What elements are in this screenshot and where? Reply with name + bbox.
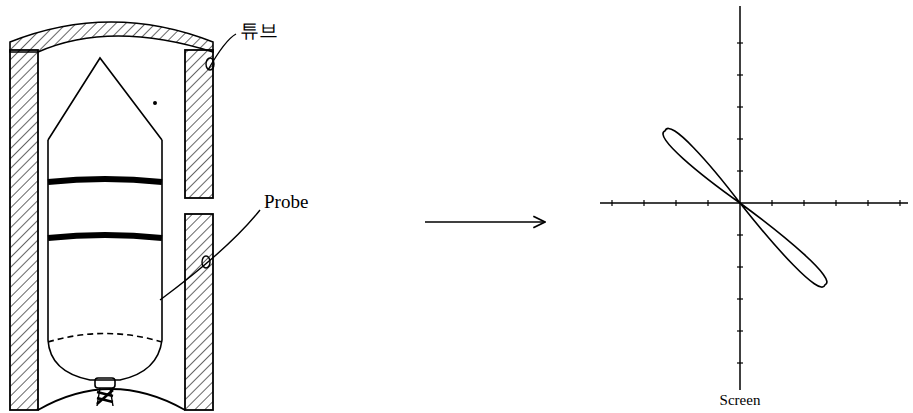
leader-line bbox=[160, 34, 260, 300]
part-label: Probe bbox=[264, 192, 308, 213]
tube bbox=[10, 22, 213, 410]
part-label: 튜브 bbox=[240, 20, 278, 41]
lissajous-pattern bbox=[660, 125, 831, 291]
transition-arrow bbox=[425, 221, 545, 223]
probe bbox=[48, 58, 162, 406]
screen-axes bbox=[600, 6, 908, 390]
axis-title: Screen bbox=[720, 392, 761, 409]
